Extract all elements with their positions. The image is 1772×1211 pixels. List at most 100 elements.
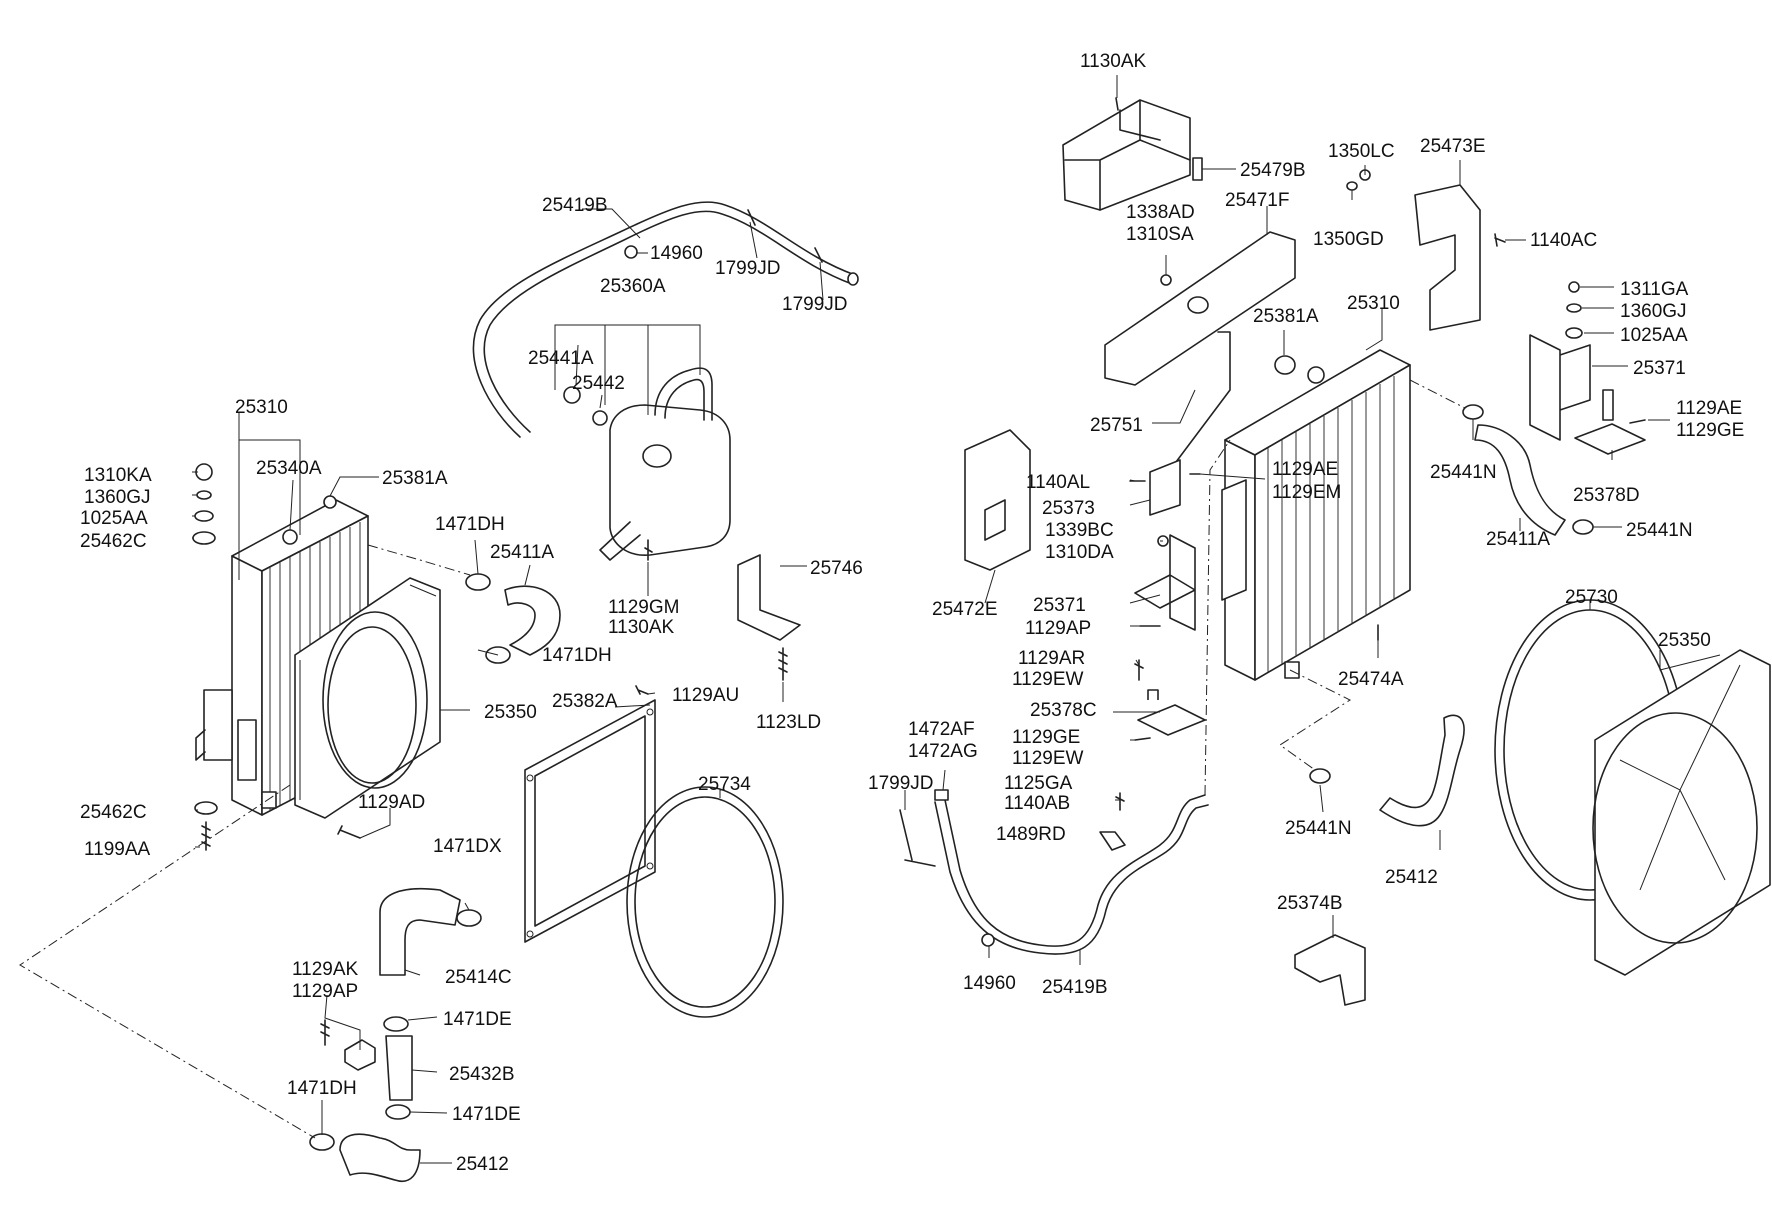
label-1129ar: 1129AR	[1018, 648, 1085, 669]
cap-25381a-left	[323, 495, 337, 509]
label-1471dh-c: 1471DH	[287, 1078, 357, 1099]
clamp-1471dh-c	[309, 1133, 335, 1151]
label-25419b-bottom: 25419B	[1042, 977, 1108, 998]
label-25432b: 25432B	[449, 1064, 515, 1085]
hose-25411a-left	[504, 585, 561, 656]
label-14960-top: 14960	[650, 243, 703, 264]
label-25479b: 25479B	[1240, 160, 1306, 181]
bushing-25462c	[192, 531, 216, 545]
label-1350lc: 1350LC	[1328, 141, 1395, 162]
bracket-25378d	[1574, 389, 1646, 455]
label-25411a-right: 25411A	[1486, 529, 1550, 550]
bracket-25378c	[1137, 689, 1206, 736]
label-1129ak: 1129AK	[292, 959, 359, 980]
label-1360gj-right: 1360GJ	[1620, 301, 1687, 322]
label-1129ae-mid: 1129AE	[1272, 459, 1338, 480]
label-25381a-left: 25381A	[382, 468, 448, 489]
clip-25479b	[1192, 157, 1203, 181]
bracket-25371-mid	[1134, 534, 1196, 631]
label-1129au: 1129AU	[672, 685, 739, 706]
label-1310sa: 1310SA	[1126, 224, 1194, 245]
label-25746: 25746	[810, 558, 863, 579]
label-25471f: 25471F	[1225, 190, 1289, 211]
label-25473e: 25473E	[1420, 136, 1486, 157]
bolt-1123ld	[778, 647, 788, 681]
label-1025aa-right: 1025AA	[1620, 325, 1688, 346]
left-fan-shroud	[294, 577, 441, 819]
label-25382a: 25382A	[552, 691, 618, 712]
hose-25411a-right	[1474, 424, 1566, 536]
label-1799jd-b: 1799JD	[782, 294, 848, 315]
label-1129ap-mid: 1129AP	[1025, 618, 1091, 639]
label-1130ak-top: 1130AK	[1080, 51, 1147, 72]
label-1140ab: 1140AB	[1004, 793, 1070, 814]
bracket-25473e	[1414, 184, 1481, 331]
label-1311ga: 1311GA	[1620, 279, 1689, 300]
ring-25734-inner	[634, 796, 776, 1008]
label-1140al: 1140AL	[1026, 472, 1090, 493]
clip-14960-top	[624, 245, 638, 259]
bolt-1125ga	[1115, 792, 1125, 811]
label-25441a: 25441A	[528, 348, 594, 369]
label-1338ad: 1338AD	[1126, 202, 1195, 223]
label-25374b: 25374B	[1277, 893, 1343, 914]
label-1471de-a: 1471DE	[443, 1009, 512, 1030]
label-25472e: 25472E	[932, 599, 998, 620]
hose-25419b-top-inner	[483, 210, 853, 433]
bolt-1129ak	[320, 1019, 330, 1046]
label-1310ka: 1310KA	[84, 465, 152, 486]
hose-25419b-top	[472, 201, 856, 438]
clip-1489rd	[1099, 831, 1126, 851]
clip-14960-bottom	[981, 933, 995, 947]
hose-25419b-bottom-inner	[934, 801, 1209, 955]
leader-lines	[192, 75, 1721, 1164]
right-radiator	[1221, 349, 1411, 681]
fitting-1472af	[934, 789, 949, 801]
hose-25432b	[385, 1035, 413, 1101]
label-25411a-left: 25411A	[490, 542, 554, 563]
hose-end	[847, 272, 859, 286]
washer-1025aa-right	[1565, 327, 1583, 339]
label-1471de-b: 1471DE	[452, 1104, 521, 1125]
bracket-25471f-hole	[1187, 296, 1209, 314]
screw-1140ac	[1494, 233, 1506, 247]
assembly-line-left-top	[367, 544, 471, 576]
assembly-line-right-lower	[1279, 669, 1352, 771]
label-25371-right: 25371	[1633, 358, 1686, 379]
clamp-25441n-b	[1572, 519, 1594, 535]
label-25730: 25730	[1565, 587, 1618, 608]
label-25751: 25751	[1090, 415, 1143, 436]
clamp-1471de-b	[385, 1104, 411, 1120]
label-1140ac: 1140AC	[1530, 230, 1597, 251]
label-25360a: 25360A	[600, 276, 666, 297]
label-1799jd-c: 1799JD	[868, 773, 934, 794]
right-fan-shroud	[1592, 649, 1771, 976]
bracket-left-lower	[344, 1039, 376, 1071]
label-25419b-top: 25419B	[542, 195, 608, 216]
label-1472af: 1472AF	[908, 719, 975, 740]
hose-25412-right	[1379, 714, 1465, 827]
label-25441n-c: 25441N	[1285, 818, 1352, 839]
bolt-1129ad	[337, 825, 361, 839]
clamp-1471dh-a	[465, 573, 491, 591]
clamp-25441n-c	[1309, 768, 1331, 784]
bracket-25746	[737, 554, 801, 641]
hose-25412-left	[339, 1133, 421, 1182]
label-1310da: 1310DA	[1045, 542, 1114, 563]
label-25340a: 25340A	[256, 458, 322, 479]
bushing-25462c-lower	[194, 801, 218, 815]
label-1360gj-left: 1360GJ	[84, 487, 151, 508]
part-labels: 1130AK 25479B 1350LC 25473E 1350GD 1140A…	[80, 51, 1744, 1175]
screw-1129au	[635, 685, 649, 695]
bracket-25472e	[964, 429, 1031, 571]
washer-1025aa	[194, 510, 214, 522]
nut-1311ga	[1568, 281, 1580, 293]
washer-1350gd	[1346, 181, 1358, 191]
label-1129ge-mid: 1129GE	[1012, 727, 1080, 748]
hose-25414c	[379, 888, 461, 976]
washer-1360gj-right	[1566, 303, 1582, 313]
label-1199aa: 1199AA	[84, 839, 151, 860]
duct-1130ak	[1062, 99, 1191, 211]
label-1129ad: 1129AD	[358, 792, 425, 813]
